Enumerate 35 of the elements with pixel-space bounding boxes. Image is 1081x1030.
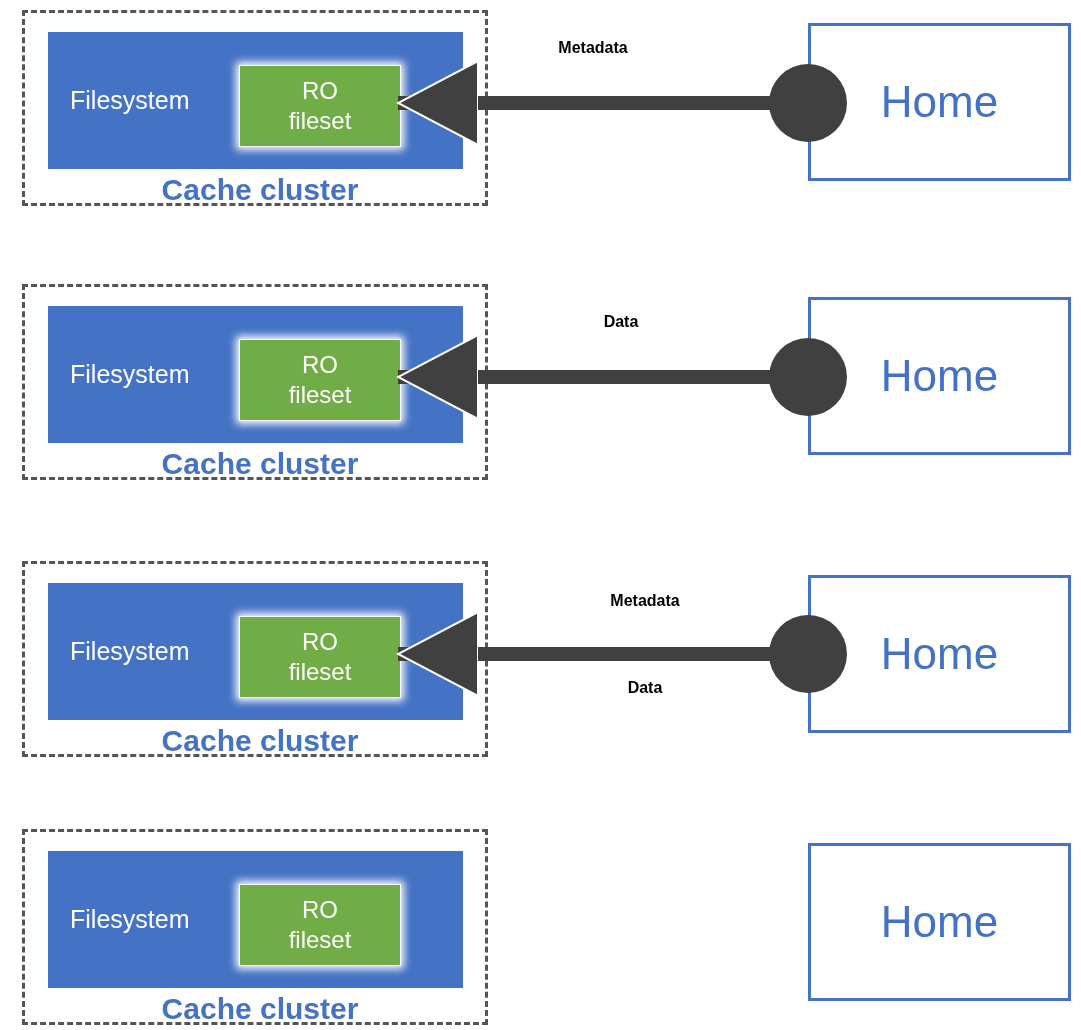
dashed-cluster-box (22, 284, 488, 480)
home-box (808, 297, 1071, 455)
filesystem-box (48, 583, 463, 720)
home-box (808, 23, 1071, 181)
arrow (397, 334, 847, 420)
filesystem-label: Filesystem (70, 637, 190, 666)
fileset-box (239, 616, 401, 698)
cluster-label: Cache cluster (160, 724, 360, 758)
home-box (808, 575, 1071, 733)
home-label: Home (880, 897, 999, 947)
filesystem-label: Filesystem (70, 360, 190, 389)
fileset-label: RO fileset (287, 895, 353, 955)
filesystem-label: Filesystem (70, 86, 190, 115)
fileset-box (239, 884, 401, 966)
home-label: Home (880, 77, 999, 127)
fileset-label: RO fileset (287, 350, 353, 410)
arrow (397, 60, 847, 146)
dashed-cluster-box (22, 10, 488, 206)
home-label: Home (880, 629, 999, 679)
arrow (397, 611, 847, 697)
fileset-label: RO fileset (287, 76, 353, 136)
cluster-label: Cache cluster (160, 992, 360, 1026)
cluster-label: Cache cluster (160, 447, 360, 481)
dashed-cluster-box (22, 829, 488, 1025)
dashed-cluster-box (22, 561, 488, 757)
cluster-label: Cache cluster (160, 173, 360, 207)
fileset-box (239, 339, 401, 421)
filesystem-box (48, 306, 463, 443)
fileset-label: RO fileset (287, 627, 353, 687)
home-label: Home (880, 351, 999, 401)
filesystem-box (48, 851, 463, 988)
filesystem-box (48, 32, 463, 169)
filesystem-label: Filesystem (70, 905, 190, 934)
home-box (808, 843, 1071, 1001)
fileset-box (239, 65, 401, 147)
